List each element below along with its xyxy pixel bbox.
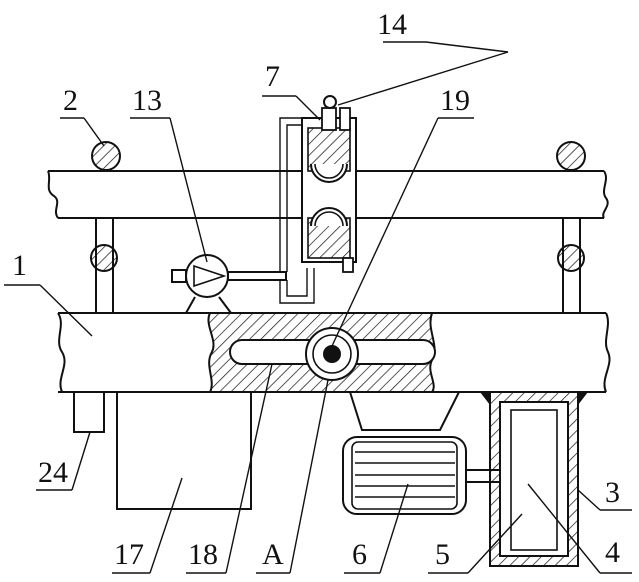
block-24 <box>74 392 104 432</box>
hopper <box>350 392 459 430</box>
clamp-assembly-7 <box>302 96 356 272</box>
label-3: 3 <box>605 476 620 509</box>
label-1: 1 <box>12 249 27 282</box>
label-19: 19 <box>440 84 470 117</box>
top-roller-right <box>557 142 585 170</box>
label-7: 7 <box>265 60 280 93</box>
housing-3-4-5 <box>480 392 588 566</box>
label-A: A <box>262 538 284 571</box>
label-14: 14 <box>377 8 407 41</box>
label-2: 2 <box>63 84 78 117</box>
label-5: 5 <box>435 538 450 571</box>
label-13: 13 <box>132 84 162 117</box>
label-4: 4 <box>605 536 620 569</box>
label-18: 18 <box>188 538 218 571</box>
top-roller-left <box>92 142 120 170</box>
pump-13 <box>172 255 286 313</box>
label-17: 17 <box>114 538 144 571</box>
box-17 <box>117 392 251 509</box>
label-24: 24 <box>38 456 68 489</box>
label-6: 6 <box>352 538 367 571</box>
center-bearing <box>306 328 358 380</box>
